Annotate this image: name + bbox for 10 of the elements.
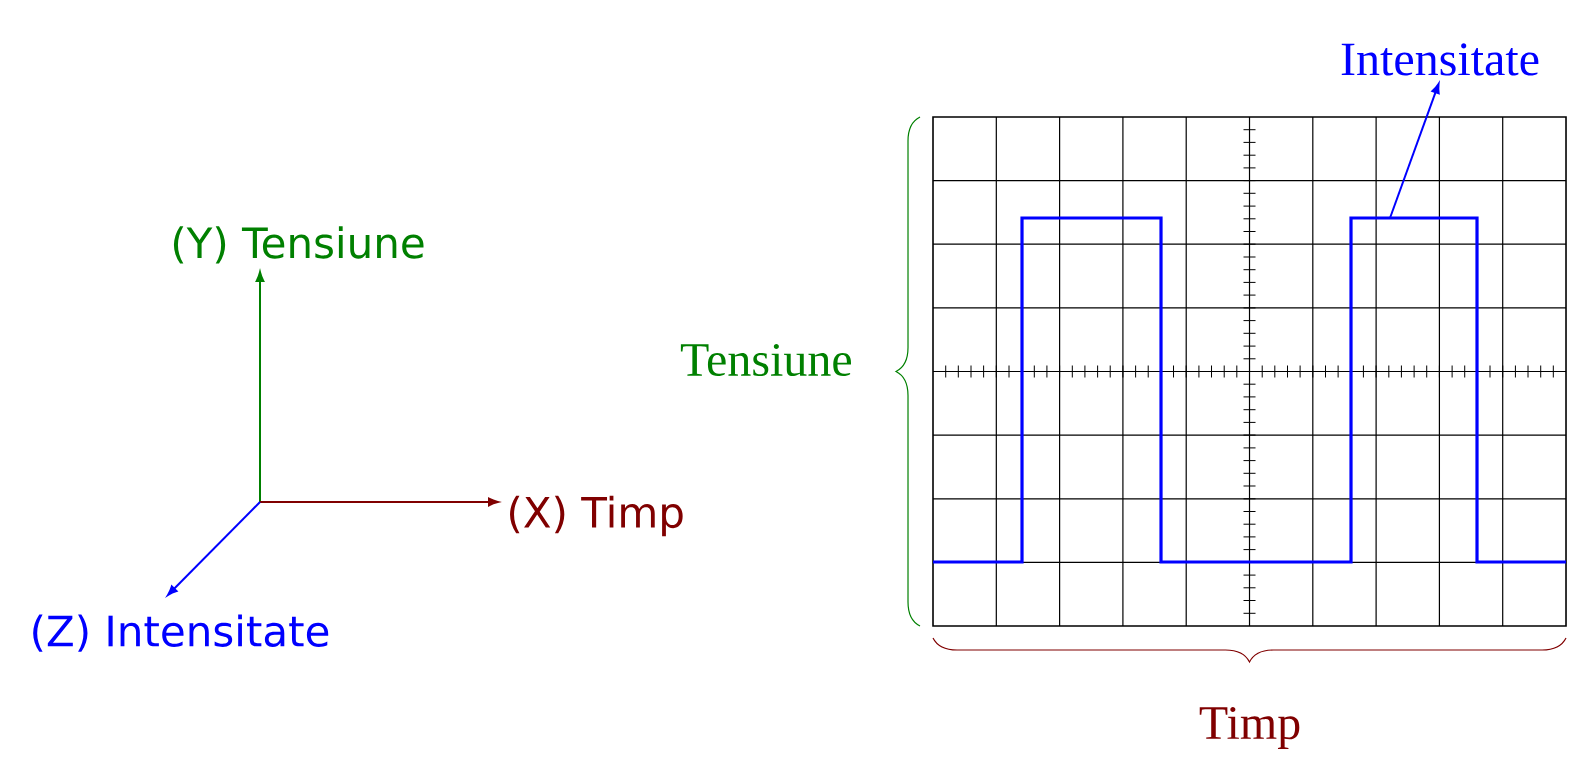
axis-label: (X) Timp [510,495,683,537]
axis-label: Tensiune [680,343,851,377]
axis-arrow [255,271,265,503]
axis-label: (Y) Tensiune [173,226,424,264]
leader-line [1389,83,1440,219]
axis-label: (Z) Intensitate [33,614,329,652]
axis-arrow [167,501,261,596]
axis-label: Timp [1199,707,1300,749]
axis-arrow [259,497,499,507]
axis-label: Intensitate [1341,43,1539,76]
